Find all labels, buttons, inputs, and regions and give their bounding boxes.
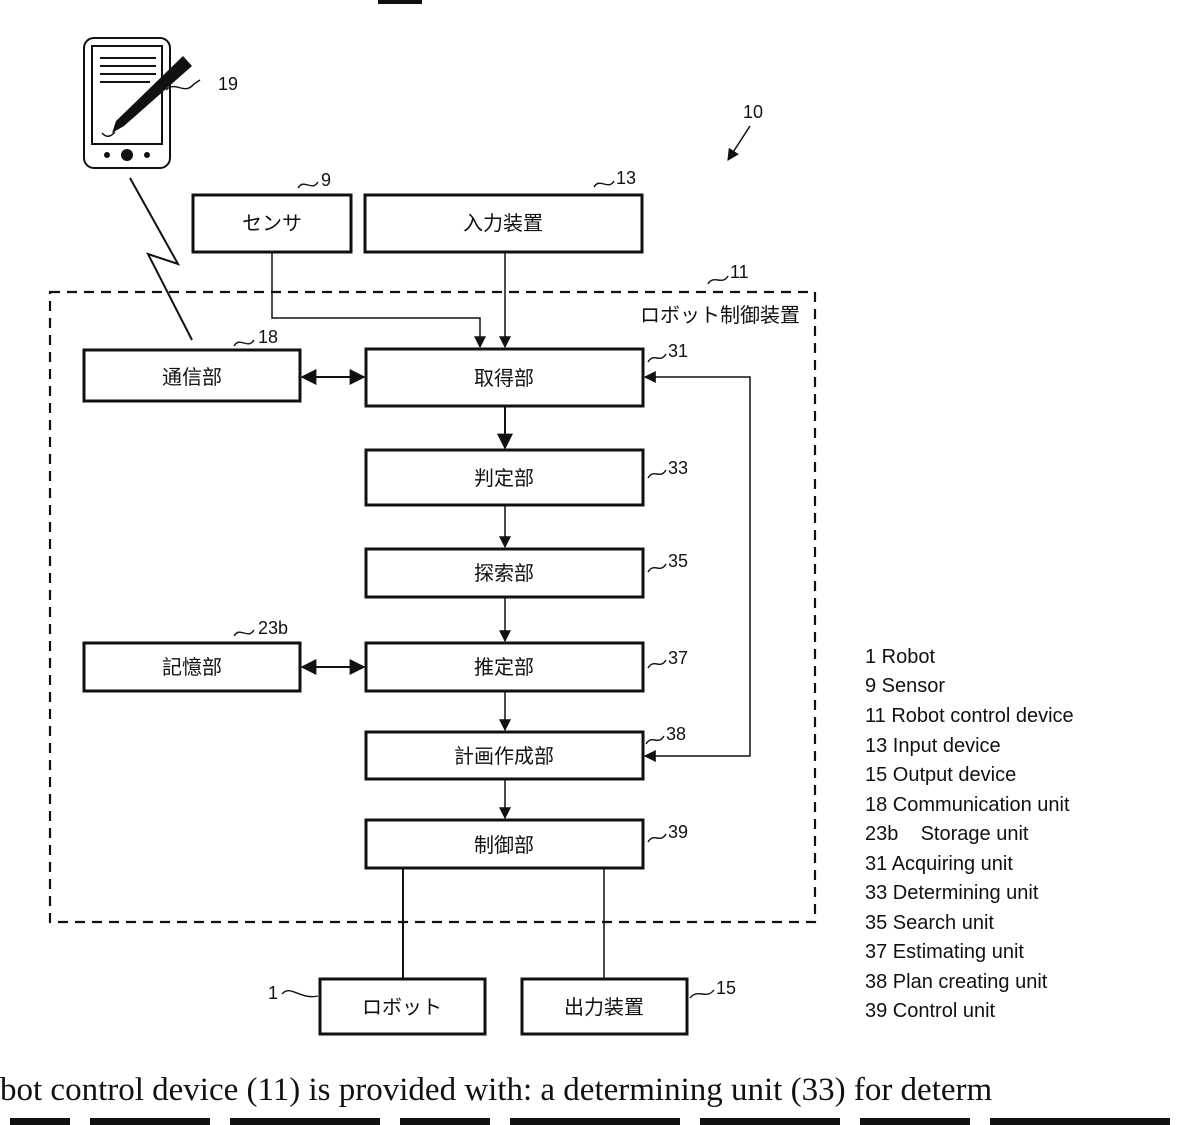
- leader-31: [648, 354, 666, 362]
- abstract-second-line-fragment: [10, 1118, 1170, 1125]
- storage-unit-label: 記憶部: [162, 655, 222, 679]
- input-device-label: 入力装置: [463, 211, 543, 235]
- legend-item: 9 Sensor: [865, 675, 945, 697]
- legend-item: 31 Acquiring unit: [865, 853, 1013, 875]
- ref-9: 9: [321, 170, 331, 190]
- ref-33: 33: [668, 458, 688, 478]
- ref-35: 35: [668, 551, 688, 571]
- ref-18: 18: [258, 327, 278, 347]
- estimating-unit-label: 推定部: [474, 655, 534, 679]
- communication-unit-label: 通信部: [162, 365, 222, 389]
- output-device-label: 出力装置: [564, 995, 644, 1019]
- legend-item: 35 Search unit: [865, 912, 994, 934]
- ref-19: 19: [218, 74, 238, 94]
- legend-item: 11 Robot control device: [865, 705, 1074, 727]
- legend-item: 1 Robot: [865, 646, 935, 668]
- ref-39: 39: [668, 822, 688, 842]
- ref-38: 38: [666, 724, 686, 744]
- legend-item: 13 Input device: [865, 735, 1001, 757]
- acquiring-unit-label: 取得部: [474, 366, 534, 390]
- sensor-to-acquiring-line: [272, 252, 480, 347]
- control-unit-label: 制御部: [474, 833, 534, 857]
- legend-item: 38 Plan creating unit: [865, 971, 1048, 993]
- leader-23b: [234, 630, 254, 636]
- leader-11: [708, 276, 728, 284]
- leader-37: [648, 660, 666, 668]
- leader-38: [646, 736, 664, 744]
- ref-15: 15: [716, 978, 736, 998]
- legend-item: 23b Storage unit: [865, 823, 1029, 845]
- legend-item: 18 Communication unit: [865, 794, 1070, 816]
- leader-13: [594, 181, 614, 187]
- plan-creating-unit-label: 計画作成部: [454, 744, 554, 768]
- legend-item: 39 Control unit: [865, 1000, 996, 1022]
- wireless-link: [130, 178, 192, 340]
- robot-control-device-label: ロボット制御装置: [640, 303, 800, 327]
- cut-off-header-fragment: [378, 0, 422, 4]
- legend-item: 33 Determining unit: [865, 882, 1039, 904]
- legend-item: 37 Estimating unit: [865, 941, 1024, 963]
- ref-10: 10: [743, 102, 763, 122]
- ref-1: 1: [268, 983, 278, 1003]
- determining-unit-label: 判定部: [474, 466, 534, 490]
- sensor-label: センサ: [242, 211, 302, 235]
- leader-39: [648, 834, 666, 842]
- robot-label: ロボット: [362, 995, 442, 1019]
- leader-15: [690, 990, 714, 998]
- legend-item: 15 Output device: [865, 764, 1016, 786]
- leader-9: [298, 182, 318, 188]
- ref-13: 13: [616, 168, 636, 188]
- leader-35: [648, 564, 666, 572]
- leader-18: [234, 340, 254, 346]
- abstract-line: bot control device (11) is provided with…: [0, 1072, 993, 1108]
- ref-37: 37: [668, 648, 688, 668]
- ref-10-arrow: [728, 126, 750, 160]
- legend: 1 Robot 9 Sensor 11 Robot control device…: [865, 646, 1074, 1022]
- search-unit-label: 探索部: [474, 561, 534, 585]
- leader-33: [648, 470, 666, 478]
- ref-31: 31: [668, 341, 688, 361]
- ref-23b: 23b: [258, 618, 288, 638]
- tablet-icon: [84, 38, 170, 168]
- acquiring-plan-feedback-line: [645, 377, 750, 756]
- ref-11: 11: [730, 262, 749, 282]
- leader-1: [282, 991, 318, 997]
